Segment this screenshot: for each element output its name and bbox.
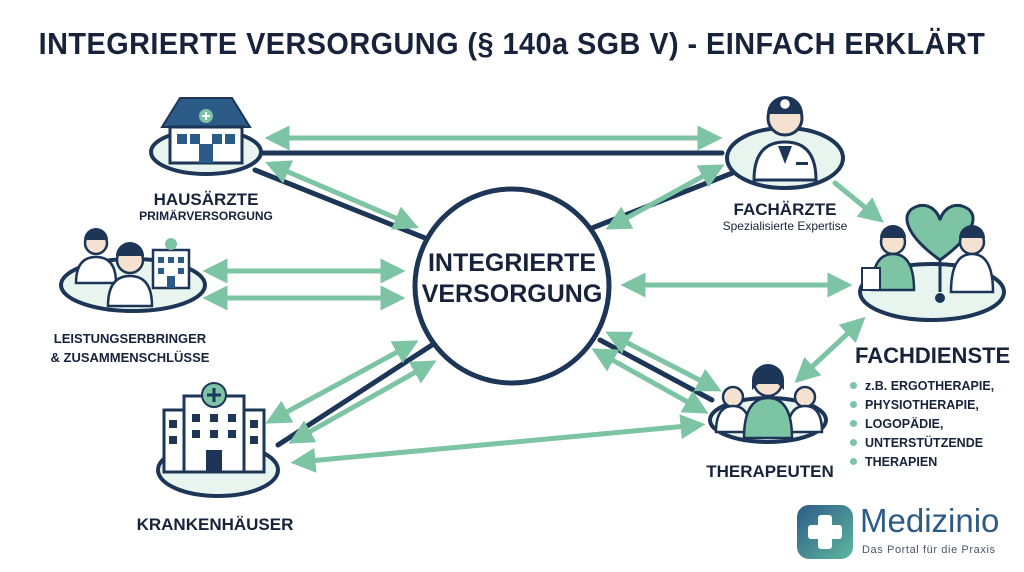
connector-center-therapeuten bbox=[597, 337, 715, 403]
bullet-dot-icon bbox=[850, 439, 857, 446]
center-label: INTEGRIERTE VERSORGUNG bbox=[410, 248, 614, 311]
medizinio-logo-icon bbox=[797, 505, 853, 559]
bullet-dot-icon bbox=[850, 382, 857, 389]
connector-center-krankenhaeuser bbox=[275, 342, 435, 448]
fachaerzte-label: FACHÄRZTE Spezialisierte Expertise bbox=[700, 200, 870, 233]
arrow-krankenhaeuser-therapeuten bbox=[290, 414, 706, 473]
connector-hausaerzte-center bbox=[252, 167, 433, 243]
hausaerzte-subtitle: PRIMÄRVERSORGUNG bbox=[139, 208, 273, 223]
list-item: LOGOPÄDIE, bbox=[850, 414, 994, 433]
center-label-line2: VERSORGUNG bbox=[421, 280, 603, 309]
arrow-center-fachaerzte bbox=[605, 164, 725, 230]
leistungserbringer-label: LEISTUNGSERBRINGER & ZUSAMMENSCHLÜSSE bbox=[30, 330, 230, 368]
fachdienste-node bbox=[858, 203, 1006, 322]
arrow-center-krankenhaeuser-2 bbox=[288, 360, 437, 444]
hausaerzte-label: HAUSÄRZTE PRIMÄRVERSORGUNG bbox=[136, 190, 276, 223]
hospital-icon bbox=[162, 382, 266, 474]
leistungserbringer-line2: & ZUSAMMENSCHLÜSSE bbox=[50, 349, 210, 365]
arrow-fachaerzte-fachdienste bbox=[832, 180, 884, 223]
page-title: INTEGRIERTE VERSORGUNG (§ 140a SGB V) - … bbox=[38, 26, 986, 61]
hausaerzte-node bbox=[149, 97, 263, 176]
green-arrows bbox=[202, 125, 884, 473]
brand-name: Medizinio bbox=[860, 502, 1000, 539]
krankenhaeuser-label: KRANKENHÄUSER bbox=[120, 515, 310, 535]
therapeuten-title: THERAPEUTEN bbox=[706, 462, 834, 481]
krankenhaeuser-node bbox=[156, 382, 280, 498]
fachdienste-title: FACHDIENSTE bbox=[855, 343, 1011, 368]
center-circle bbox=[412, 186, 612, 386]
krankenhaeuser-title: KRANKENHÄUSER bbox=[136, 515, 294, 534]
therapist-group-icon bbox=[714, 364, 824, 440]
heart-team-icon bbox=[861, 203, 995, 303]
bullet-dot-icon bbox=[850, 420, 857, 427]
fachaerzte-title: FACHÄRZTE bbox=[733, 200, 837, 219]
arrow-center-therapeuten-2 bbox=[591, 348, 709, 414]
bullet-dot-icon bbox=[850, 401, 857, 408]
center-label-line1: INTEGRIERTE bbox=[427, 249, 597, 277]
fachdienste-list: z.B. ERGOTHERAPIE, PHYSIOTHERAPIE, LOGOP… bbox=[850, 376, 994, 471]
fachaerzte-node bbox=[725, 96, 845, 190]
specialist-doctor-icon bbox=[752, 96, 818, 182]
list-item: UNTERSTÜTZENDE bbox=[850, 433, 994, 452]
arrow-center-therapeuten-1 bbox=[605, 331, 722, 392]
house-icon bbox=[160, 97, 252, 165]
list-item: PHYSIOTHERAPIE, bbox=[850, 395, 994, 414]
doctor-group-icon bbox=[74, 228, 191, 308]
list-item: z.B. ERGOTHERAPIE, bbox=[850, 376, 994, 395]
arrow-center-krankenhaeuser-1 bbox=[265, 340, 419, 424]
bullet-dot-icon bbox=[850, 458, 857, 465]
leistungserbringer-node bbox=[59, 228, 207, 313]
hausaerzte-title: HAUSÄRZTE bbox=[153, 190, 259, 209]
arrow-hausaerzte-center bbox=[265, 160, 419, 230]
brand-tagline: Das Portal für die Praxis bbox=[862, 544, 996, 556]
fachaerzte-subtitle: Spezialisierte Expertise bbox=[722, 218, 848, 233]
therapeuten-label: THERAPEUTEN bbox=[690, 462, 850, 482]
leistungserbringer-line1: LEISTUNGSERBRINGER bbox=[53, 331, 207, 346]
arrow-fachdienste-therapeuten bbox=[794, 316, 866, 384]
list-item: THERAPIEN bbox=[850, 452, 994, 471]
therapeuten-node bbox=[708, 364, 828, 444]
